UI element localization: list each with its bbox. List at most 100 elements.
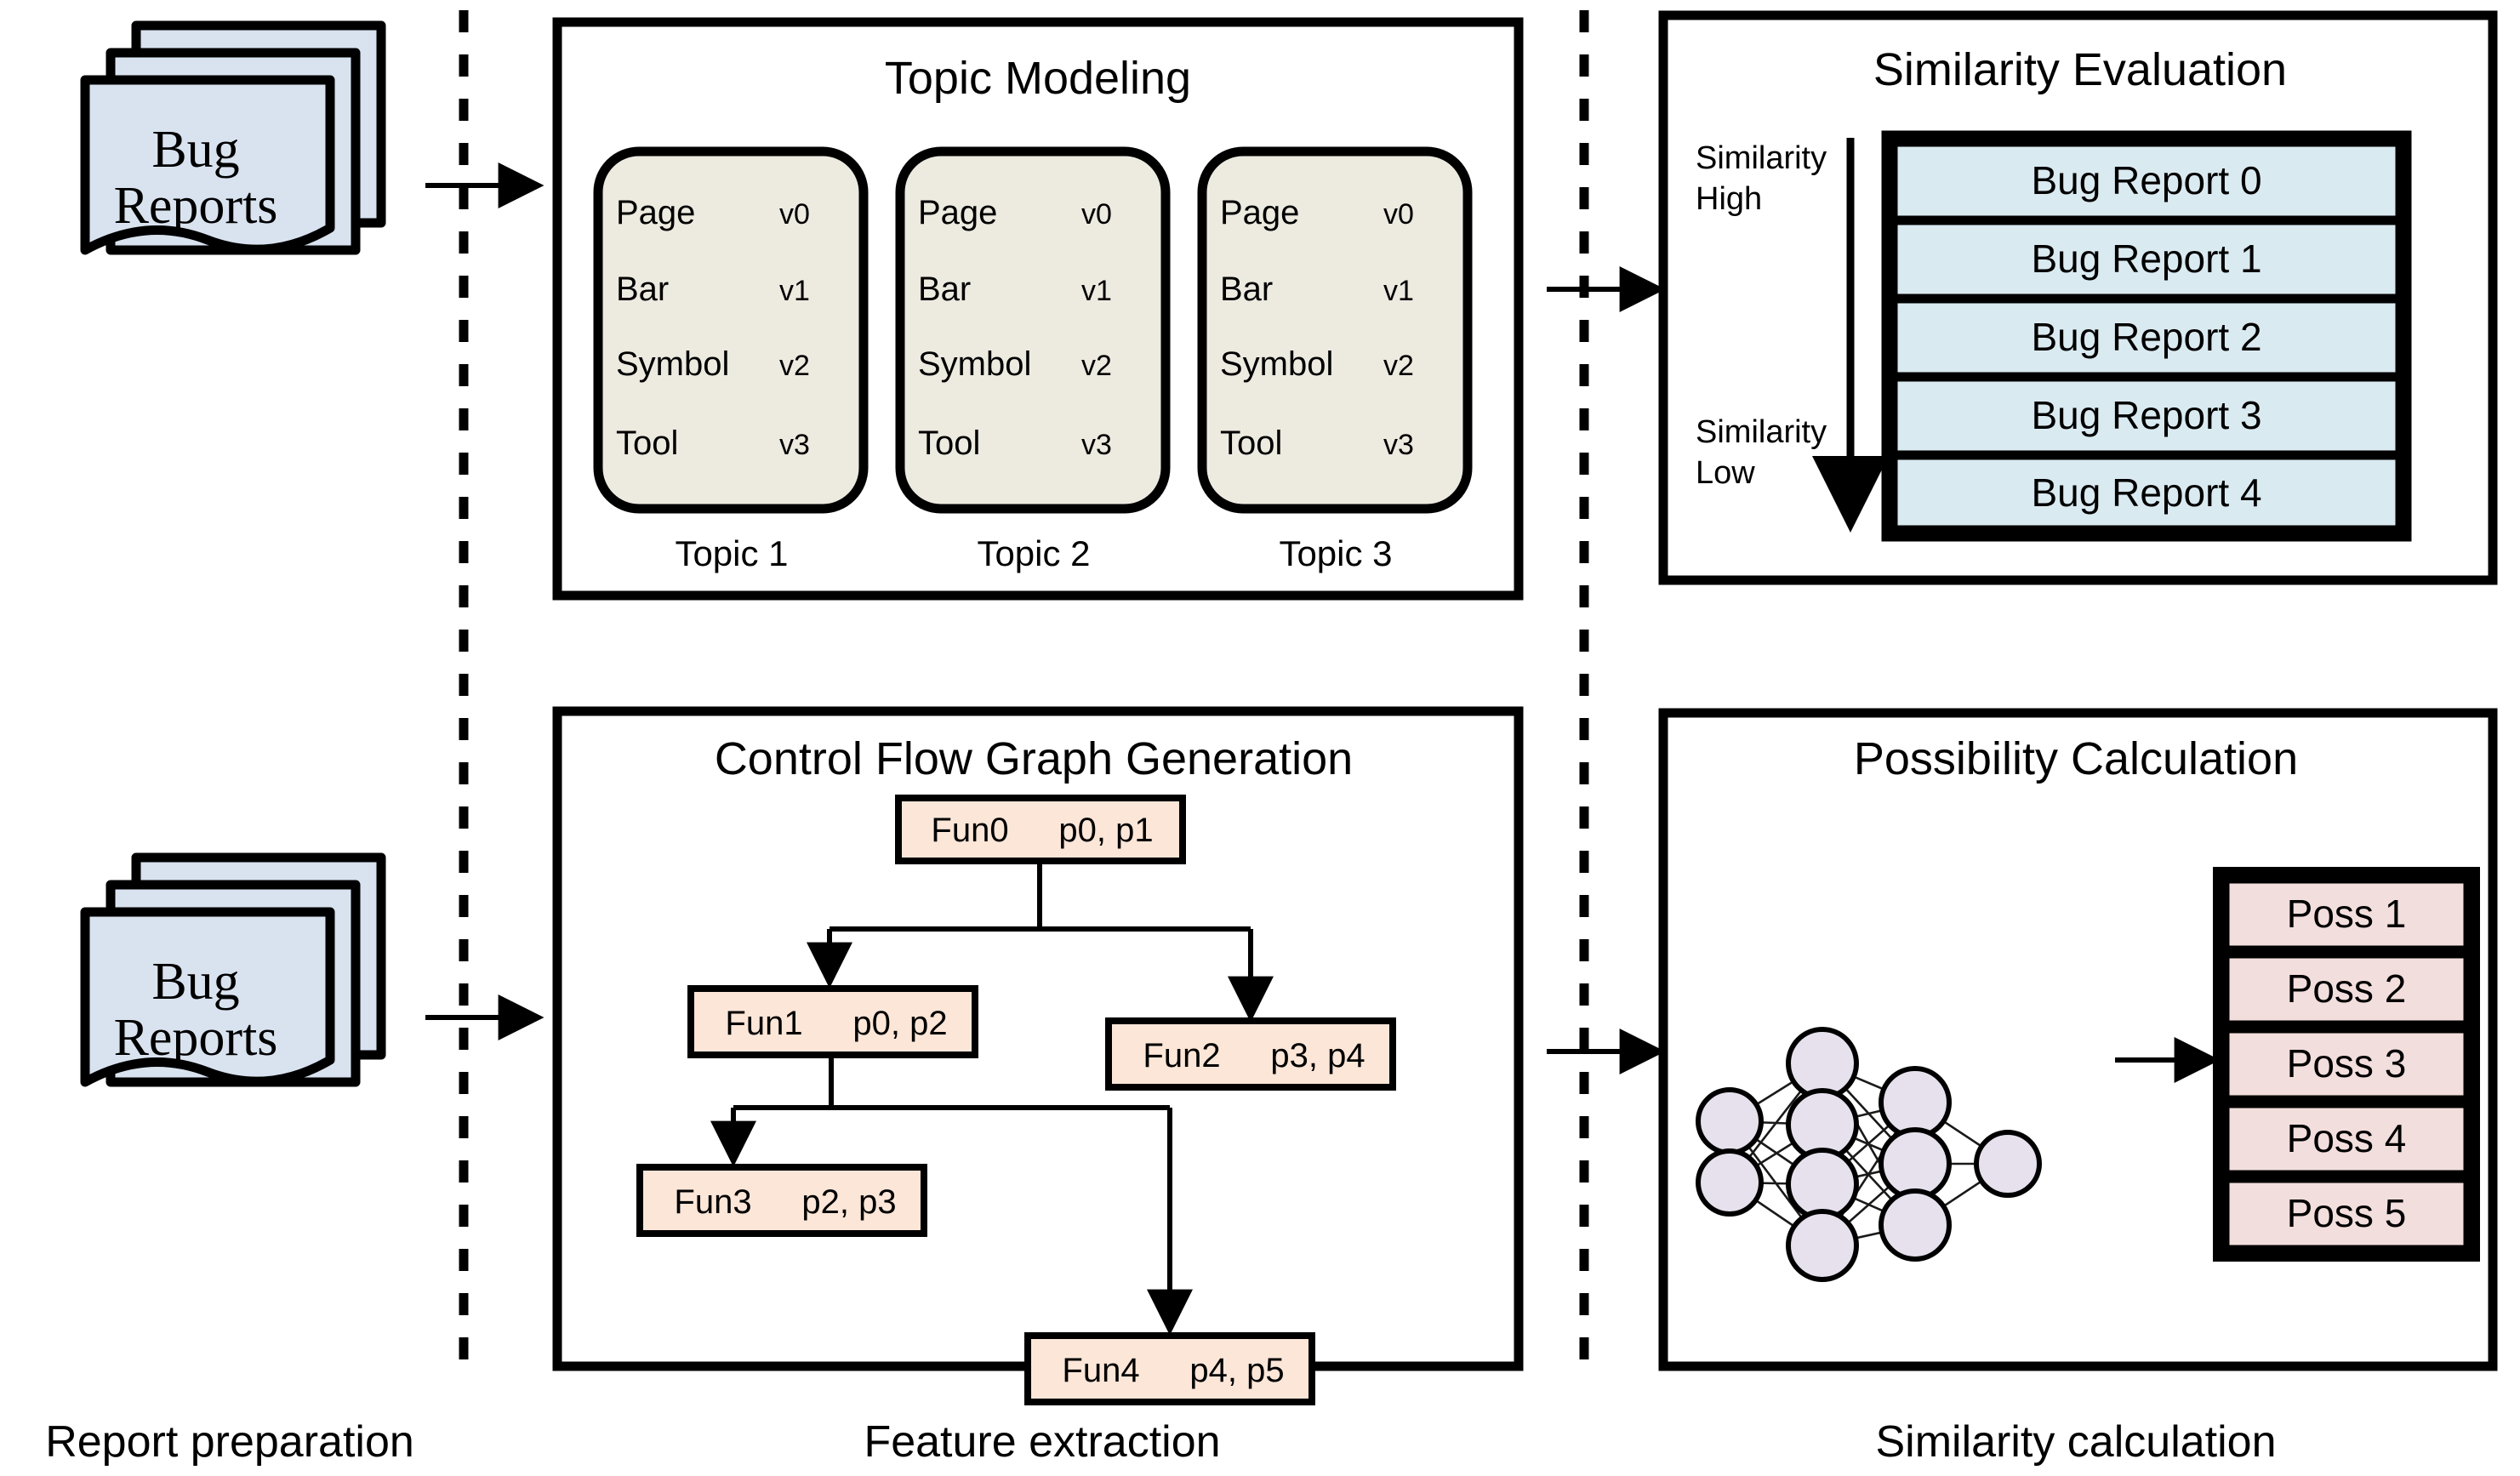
- topic-3-term-1: Bar: [1220, 271, 1273, 308]
- topic-card-2[interactable]: Page v0 Bar v1 Symbol v2 Tool v3 Topic 2: [895, 146, 1171, 573]
- similarity-low-label-line2: Low: [1696, 455, 1755, 491]
- neuron-hidden1-3: [1786, 1148, 1859, 1221]
- topic-2-term-2: Symbol: [918, 345, 1031, 383]
- cfg-node-fun3-name: Fun3: [674, 1183, 751, 1221]
- topic-card-3-caption: Topic 3: [1279, 533, 1392, 573]
- possibility-row[interactable]: Poss 4: [2221, 1100, 2472, 1178]
- cfg-node-fun4[interactable]: Fun4 p4, p5: [1024, 1332, 1315, 1405]
- cfg-node-fun3[interactable]: Fun3 p2, p3: [636, 1164, 927, 1237]
- cfg-title: Control Flow Graph Generation: [715, 733, 1353, 784]
- possibility-row-label: Poss 1: [2287, 892, 2407, 936]
- cfg-node-fun0-name: Fun0: [931, 812, 1008, 849]
- topic-3-term-3: Tool: [1220, 425, 1282, 462]
- bug-report-row[interactable]: Bug Report 0: [1890, 139, 2403, 224]
- panel-topic-modeling: Topic Modeling Page v0 Bar v1 Symbol v2 …: [552, 17, 1524, 601]
- similarity-evaluation-title: Similarity Evaluation: [1873, 44, 2287, 95]
- neuron-hidden2-2: [1879, 1127, 1952, 1200]
- possibility-calculation-title: Possibility Calculation: [1854, 733, 2298, 784]
- bug-report-row-label: Bug Report 4: [2031, 470, 2261, 515]
- neuron-output-1: [1974, 1130, 2042, 1198]
- topic-1-weight-1: v1: [779, 275, 810, 307]
- neuron-hidden1-4: [1786, 1209, 1859, 1282]
- topic-card-3[interactable]: Page v0 Bar v1 Symbol v2 Tool v3 Topic 3: [1197, 146, 1473, 573]
- cfg-node-fun3-params: p2, p3: [801, 1183, 896, 1221]
- possibility-row-label: Poss 5: [2287, 1191, 2407, 1235]
- bug-report-row[interactable]: Bug Report 1: [1890, 217, 2403, 302]
- cfg-node-fun2-params: p3, p4: [1270, 1037, 1365, 1074]
- topic-1-term-2: Symbol: [616, 345, 729, 383]
- possibility-row-label: Poss 3: [2287, 1041, 2407, 1086]
- topic-2-weight-0: v0: [1081, 198, 1112, 231]
- cfg-node-fun2-name: Fun2: [1143, 1037, 1220, 1074]
- topic-3-term-2: Symbol: [1220, 345, 1333, 383]
- cfg-node-fun4-name: Fun4: [1062, 1352, 1139, 1389]
- neuron-hidden1-1: [1786, 1027, 1859, 1100]
- bug-reports-bottom-stack: Bug Reports: [80, 852, 386, 1087]
- similarity-low-label-line1: Similarity: [1696, 414, 1827, 450]
- bug-report-row-label: Bug Report 1: [2031, 237, 2261, 281]
- cfg-node-fun1-params: p0, p2: [852, 1005, 947, 1042]
- possibility-row[interactable]: Poss 2: [2221, 950, 2472, 1029]
- topic-1-term-1: Bar: [616, 271, 669, 308]
- possibility-row[interactable]: Poss 3: [2221, 1025, 2472, 1103]
- neuron-hidden2-3: [1879, 1188, 1952, 1262]
- topic-3-weight-2: v2: [1383, 350, 1414, 382]
- topic-1-term-3: Tool: [616, 425, 678, 462]
- neuron-input-1: [1696, 1087, 1764, 1155]
- panel-similarity-evaluation: Similarity Evaluation Similarity High Si…: [1658, 10, 2498, 585]
- caption-report-preparation: Report preparation: [45, 1417, 414, 1467]
- topic-1-weight-2: v2: [779, 350, 810, 382]
- topic-card-1-caption: Topic 1: [675, 533, 788, 573]
- bug-reports-top-line1: Bug: [151, 121, 239, 179]
- bug-report-row[interactable]: Bug Report 4: [1890, 452, 2403, 533]
- bug-reports-top-line2: Reports: [114, 177, 278, 235]
- topic-3-weight-1: v1: [1383, 275, 1414, 307]
- bug-report-list-frame: [1881, 130, 2412, 542]
- neuron-input-2: [1696, 1148, 1764, 1217]
- possibility-row-label: Poss 4: [2287, 1116, 2407, 1160]
- cfg-node-fun0-params: p0, p1: [1058, 812, 1153, 849]
- topic-2-term-1: Bar: [918, 271, 971, 308]
- topic-1-weight-3: v3: [779, 429, 810, 461]
- topic-2-weight-1: v1: [1081, 275, 1112, 307]
- topic-3-weight-3: v3: [1383, 429, 1414, 461]
- topic-card-2-caption: Topic 2: [977, 533, 1090, 573]
- bug-report-row[interactable]: Bug Report 2: [1890, 295, 2403, 380]
- topic-3-term-0: Page: [1220, 194, 1299, 231]
- panel-control-flow-graph: Control Flow Graph Generation Fun0 p0, p…: [552, 706, 1524, 1405]
- bug-report-row-label: Bug Report 2: [2031, 315, 2261, 359]
- caption-similarity-calculation: Similarity calculation: [1875, 1417, 2276, 1467]
- topic-1-weight-0: v0: [779, 198, 810, 231]
- topic-2-weight-3: v3: [1081, 429, 1112, 461]
- bug-report-row-label: Bug Report 0: [2031, 158, 2261, 202]
- possibility-row[interactable]: Poss 1: [2221, 875, 2472, 954]
- bug-reports-bottom-line1: Bug: [151, 953, 239, 1011]
- topic-1-term-0: Page: [616, 194, 695, 231]
- caption-feature-extraction: Feature extraction: [864, 1417, 1220, 1467]
- cfg-edge-fun1-split: [733, 1055, 1170, 1110]
- topic-3-weight-0: v0: [1383, 198, 1414, 231]
- topic-modeling-title: Topic Modeling: [885, 53, 1191, 104]
- topic-2-term-0: Page: [918, 194, 997, 231]
- neuron-hidden2-1: [1879, 1066, 1952, 1139]
- bug-report-row[interactable]: Bug Report 3: [1890, 373, 2403, 459]
- possibility-list-frame: [2213, 867, 2480, 1262]
- cfg-edge-fun0-split: [830, 861, 1251, 932]
- similarity-high-label-line2: High: [1696, 181, 1762, 217]
- cfg-node-fun2[interactable]: Fun2 p3, p4: [1105, 1017, 1396, 1091]
- bug-report-row-label: Bug Report 3: [2031, 393, 2261, 437]
- bug-reports-bottom-line2: Reports: [114, 1009, 278, 1067]
- cfg-node-fun1[interactable]: Fun1 p0, p2: [687, 985, 978, 1058]
- panel-possibility-calculation: Possibility Calculation Poss 1 Poss 2: [1658, 708, 2498, 1371]
- cfg-node-fun4-params: p4, p5: [1189, 1352, 1284, 1389]
- topic-2-term-3: Tool: [918, 425, 980, 462]
- cfg-node-fun1-name: Fun1: [725, 1005, 802, 1042]
- bug-reports-top-stack: Bug Reports: [80, 20, 386, 255]
- possibility-row[interactable]: Poss 5: [2221, 1175, 2472, 1253]
- topic-2-weight-2: v2: [1081, 350, 1112, 382]
- similarity-high-label-line1: Similarity: [1696, 140, 1827, 176]
- cfg-node-fun0[interactable]: Fun0 p0, p1: [895, 795, 1186, 864]
- topic-card-1[interactable]: Page v0 Bar v1 Symbol v2 Tool v3 Topic 1: [593, 146, 869, 573]
- possibility-row-label: Poss 2: [2287, 966, 2407, 1011]
